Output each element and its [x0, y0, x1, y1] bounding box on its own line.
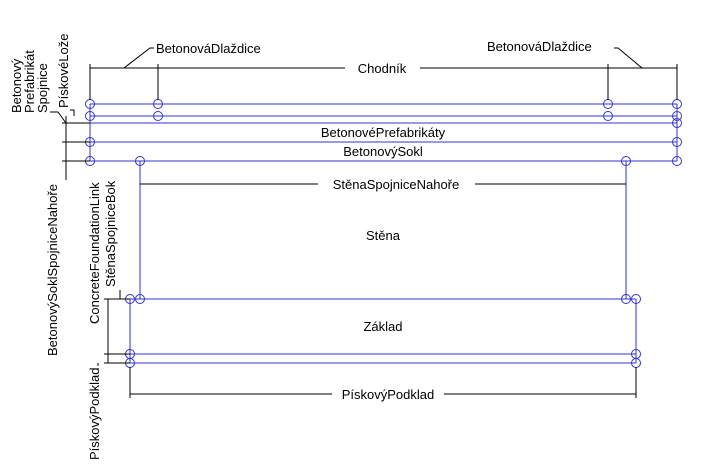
betonovy-prefabrikat-spojnice-label-line-2: Prefabrikát [22, 50, 37, 113]
dimension-lines [50, 47, 678, 398]
betonova-dlazdice-right-label: BetonováDlaždice [487, 39, 592, 54]
leader-piskove-loze [70, 109, 75, 116]
profile-geometry [89, 103, 678, 364]
stena-spojnice-bok-label: StěnaSpojniceBok [103, 180, 118, 287]
stena-label: Stěna [366, 228, 401, 243]
node [153, 111, 163, 121]
leader-betonova-dlazdice-left [123, 47, 154, 69]
piskove-loze-label: PískovéLože [56, 34, 71, 108]
leader-betonova-dlazdice-right [614, 47, 643, 69]
node [672, 118, 682, 128]
betonovy-sokl-label: BetonovýSokl [343, 144, 423, 159]
piskovy-podklad-label: PískovýPodklad [342, 387, 435, 402]
piskovy-podklad-vertical-label: PískovýPodklad [87, 368, 102, 461]
node [672, 111, 682, 121]
betonova-dlazdice-left-label: BetonováDlaždice [156, 41, 261, 56]
leader-betonovy-prefabrikat-spojnice [50, 111, 67, 124]
betonovy-prefabrikat-spojnice-label-line-1: Betonový [9, 58, 24, 113]
node [135, 294, 145, 304]
node [621, 156, 631, 166]
node [672, 137, 682, 147]
concrete-foundation-link-label: ConcreteFoundationLink [87, 182, 102, 324]
node [621, 294, 631, 304]
horizontal-labels: BetonováDlaždice BetonováDlaždice Chodní… [156, 39, 592, 402]
chodnik-label: Chodník [358, 61, 407, 76]
betonovy-prefabrikat-spojnice-label-line-3: Spojnice [35, 63, 50, 113]
node [631, 294, 641, 304]
stena-spojnice-nahore-label: StěnaSpojniceNahoře [333, 177, 459, 192]
betonove-prefabrikaty-label: BetonovéPrefabrikáty [321, 125, 446, 140]
betonovy-sokl-spojnice-nahore-label: BetonovýSoklSpojniceNahoře [45, 184, 60, 356]
zaklad-label: Základ [363, 319, 402, 334]
node [85, 111, 95, 121]
node [135, 156, 145, 166]
vertical-labels: Betonový Prefabrikát Spojnice PískovéLož… [9, 34, 118, 460]
node [672, 156, 682, 166]
node [603, 111, 613, 121]
